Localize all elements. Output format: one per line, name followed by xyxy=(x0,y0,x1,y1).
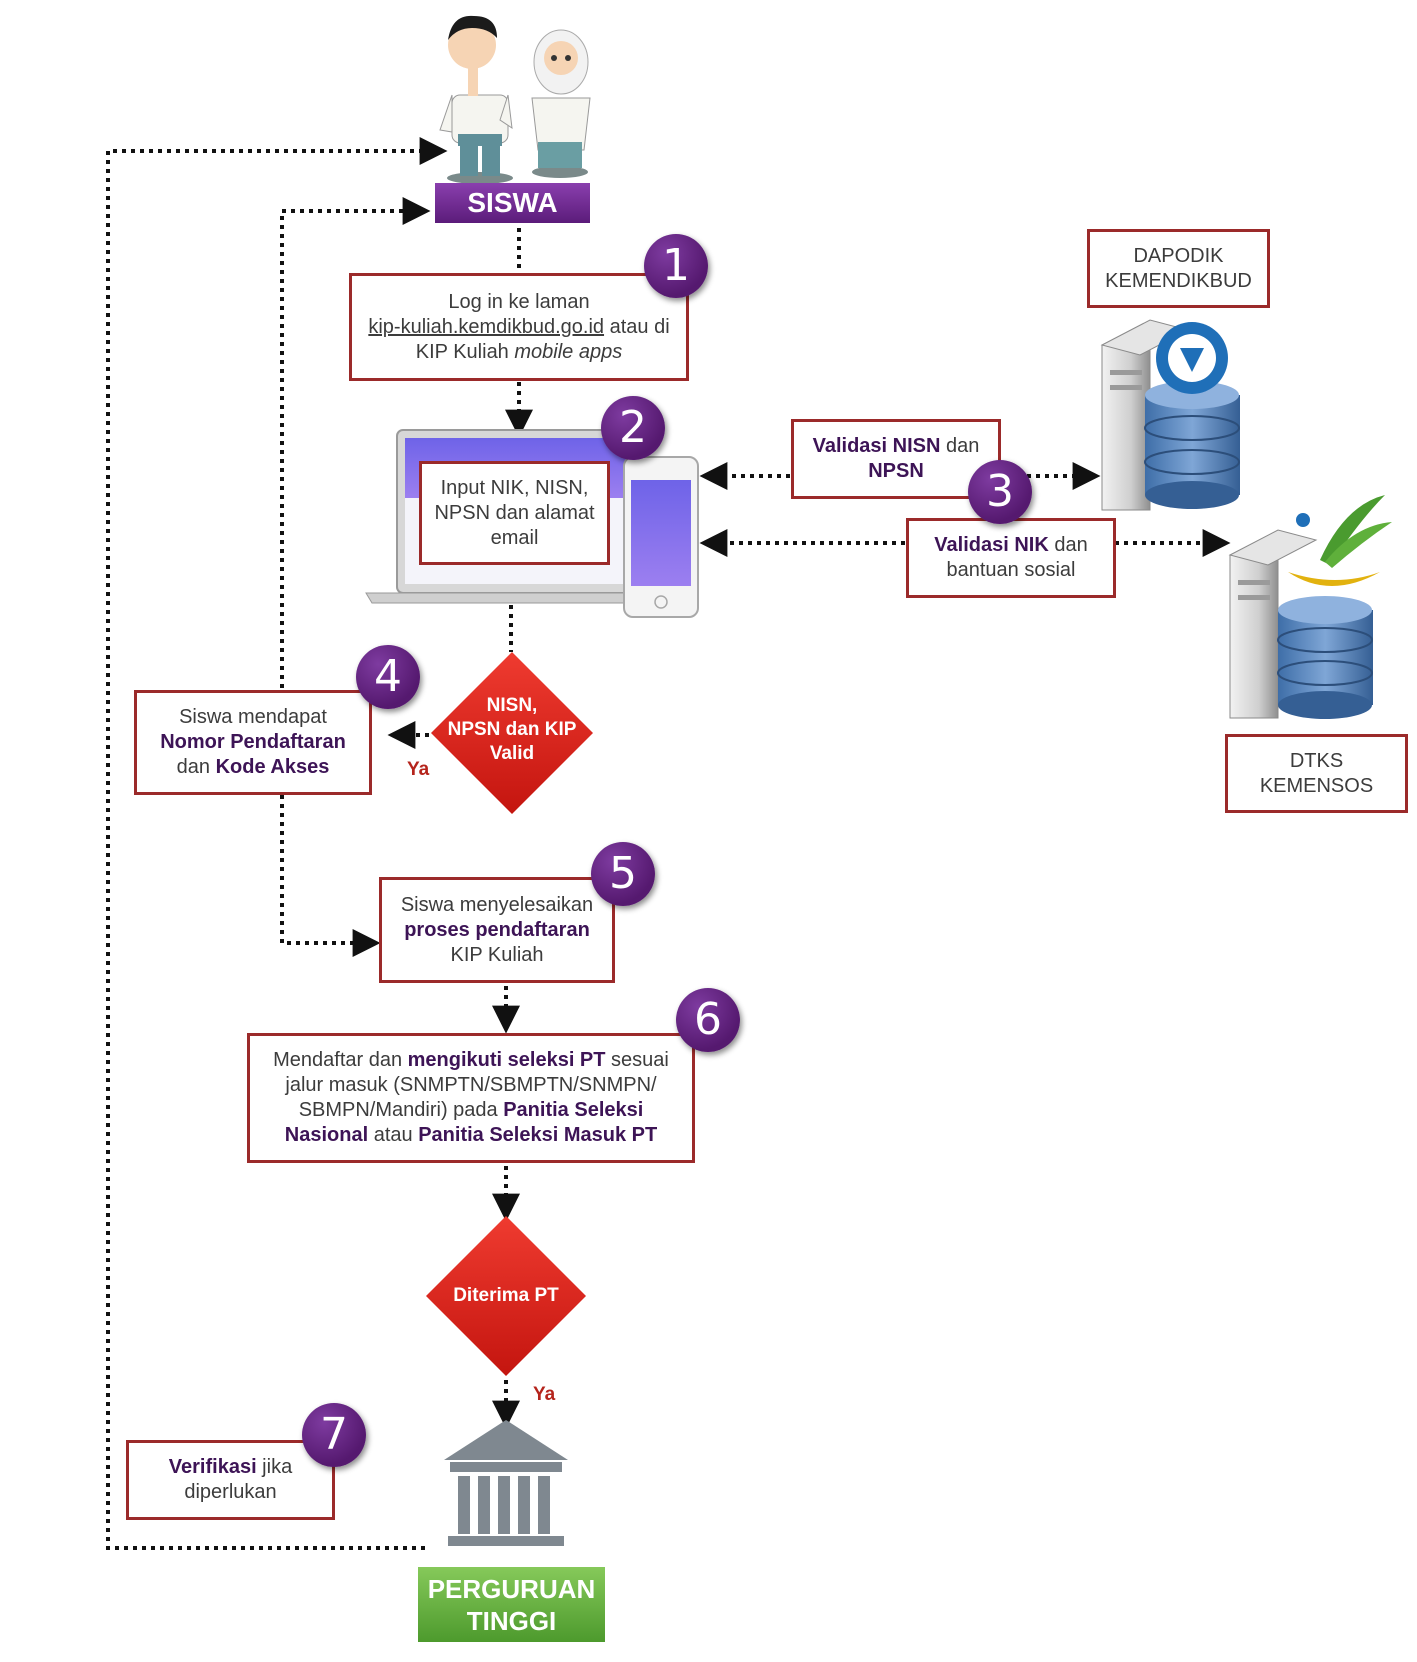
dapodik-line1: DAPODIK xyxy=(1133,244,1224,267)
connector-outer-loop xyxy=(106,137,448,1550)
step-1-line3: KIP Kuliah mobile apps xyxy=(416,340,622,365)
perguruan-tinggi-label: PERGURUAN TINGGI xyxy=(418,1567,605,1642)
step-6-line3: SBMPN/Mandiri) pada Panitia Seleksi xyxy=(298,1099,644,1121)
step-1-box: Log in ke laman kip-kuliah.kemdikbud.go.… xyxy=(349,273,689,381)
validasi-nisn-line2: NPSN xyxy=(868,460,924,482)
perguruan-tinggi-bar xyxy=(418,1567,605,1642)
decision-valid-line2: NPSN dan KIP xyxy=(447,719,577,740)
step-1-after-link: atau di xyxy=(604,315,670,338)
kip-kuliah-link[interactable]: kip-kuliah.kemdikbud.go.id xyxy=(368,315,605,338)
validasi-nik-box: Validasi NIK dan bantuan sosial xyxy=(906,518,1116,598)
step-1-line2: kip-kuliah.kemdikbud.go.id atau di xyxy=(368,315,669,340)
step-2-line1: Input NIK, NISN, xyxy=(440,476,589,499)
connector-box4-to-box5 xyxy=(280,795,381,957)
step-4-line2: Nomor Pendaftaran xyxy=(160,731,346,753)
step-7-badge: 7 xyxy=(302,1403,366,1467)
step-4-box: Siswa mendapat Nomor Pendaftaran dan Kod… xyxy=(134,690,372,795)
step-5-badge: 5 xyxy=(591,842,655,906)
students-illustration xyxy=(439,15,591,184)
step-4-line3: dan Kode Akses xyxy=(176,756,330,778)
step-1-line3-italic: mobile apps xyxy=(514,340,623,363)
step-6-line2: jalur masuk (SNMPTN/SBMPTN/SNMPN/ xyxy=(285,1074,657,1096)
step-2-line3: email xyxy=(490,526,539,549)
decision-valid-yes-label: Ya xyxy=(407,759,430,780)
dtks-line2: KEMENSOS xyxy=(1259,774,1374,797)
step-7-line1: Verifikasi jika xyxy=(168,1456,293,1478)
step-5-box: Siswa menyelesaikan proses pendaftaran K… xyxy=(379,877,615,983)
dapodik-server-icon xyxy=(1100,319,1240,511)
decision-valid-diamond xyxy=(431,652,593,814)
step-7-box: Verifikasi jika diperlukan xyxy=(126,1440,335,1520)
step-5-line2: proses pendaftaran xyxy=(404,918,590,941)
step-6-badge: 6 xyxy=(676,988,740,1052)
step-1-badge: 1 xyxy=(644,234,708,298)
step-1-line1: Log in ke laman xyxy=(448,290,590,313)
step-1-line3-plain: KIP Kuliah xyxy=(415,340,515,363)
connector-lines xyxy=(106,137,1231,1550)
perguruan-tinggi-line2: TINGGI xyxy=(466,1606,557,1636)
step-3-badge: 3 xyxy=(968,460,1032,524)
decision-accepted-yes-label: Ya xyxy=(533,1384,556,1405)
validasi-nik-line1: Validasi NIK dan xyxy=(934,534,1088,556)
step-2-box: Input NIK, NISN, NPSN dan alamat email xyxy=(419,461,610,565)
step-4-line1: Siswa mendapat xyxy=(179,706,327,728)
dtks-line1: DTKS xyxy=(1289,749,1344,772)
step-6-line1: Mendaftar dan mengikuti seleksi PT sesua… xyxy=(273,1049,669,1071)
connector-box4-to-siswa xyxy=(280,197,431,688)
decision-valid-text: NISN, NPSN dan KIP Valid xyxy=(432,694,592,766)
step-7-line2: diperlukan xyxy=(184,1481,277,1503)
step-5-line1: Siswa menyelesaikan xyxy=(400,893,594,916)
decision-valid-line3: Valid xyxy=(489,743,535,764)
decision-accepted-text: Diterima PT xyxy=(453,1285,559,1306)
step-2-line2: NPSN dan alamat xyxy=(434,501,595,524)
validasi-nisn-box: Validasi NISN dan NPSN xyxy=(791,419,1001,499)
dapodik-box: DAPODIK KEMENDIKBUD xyxy=(1087,229,1270,308)
perguruan-tinggi-line1: PERGURUAN xyxy=(427,1574,596,1604)
step-2-badge: 2 xyxy=(601,396,665,460)
step-5-line3: KIP Kuliah xyxy=(450,943,544,966)
university-building-icon xyxy=(444,1420,568,1546)
siswa-label: SISWA xyxy=(467,187,558,218)
validasi-nik-line2: bantuan sosial xyxy=(946,559,1076,581)
dtks-server-icon xyxy=(1228,495,1392,719)
siswa-bar xyxy=(435,183,590,223)
step-6-box: Mendaftar dan mengikuti seleksi PT sesua… xyxy=(247,1033,695,1163)
step-4-badge: 4 xyxy=(356,645,420,709)
dapodik-line2: KEMENDIKBUD xyxy=(1105,269,1252,292)
step-6-line4: Nasional atau Panitia Seleksi Masuk PT xyxy=(284,1124,658,1146)
dtks-box: DTKS KEMENSOS xyxy=(1225,734,1408,813)
decision-valid-line1: NISN, xyxy=(486,695,538,716)
decision-accepted-diamond xyxy=(426,1216,586,1376)
validasi-nisn-line1: Validasi NISN dan xyxy=(812,435,980,457)
